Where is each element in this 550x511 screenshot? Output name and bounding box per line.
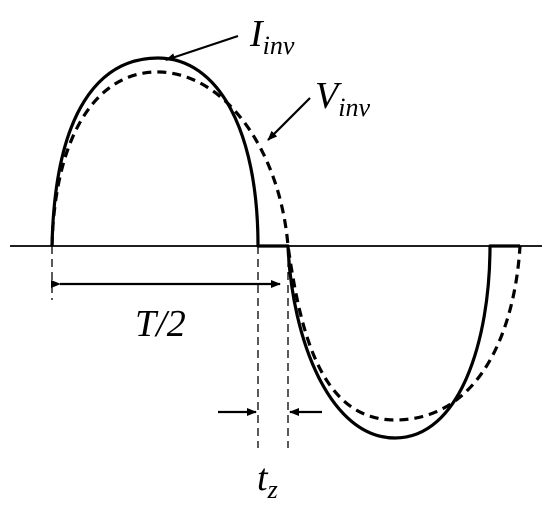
half-period-label: T/2 [135, 303, 186, 345]
voltage-label: Vinv [315, 75, 370, 122]
current-waveform [50, 56, 520, 440]
voltage-pointer [267, 97, 311, 141]
zero-time-label: tz [257, 457, 278, 504]
current-pointer [165, 34, 239, 62]
current-label: Iinv [249, 13, 295, 60]
